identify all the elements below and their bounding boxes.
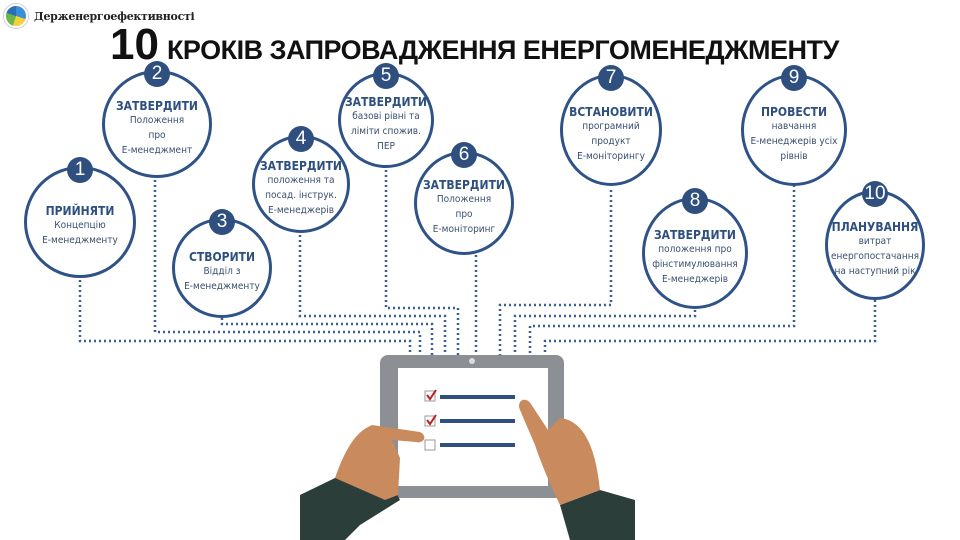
title-text: КРОКІВ ЗАПРОВАДЖЕННЯ ЕНЕРГОМЕНЕДЖМЕНТУ bbox=[166, 35, 839, 65]
connector-3 bbox=[220, 318, 434, 356]
step-verb: ПЛАНУВАННЯ bbox=[831, 219, 919, 234]
step-verb: ЗАТВЕРДИТИ bbox=[423, 177, 505, 192]
step-verb: ЗАТВЕРДИТИ bbox=[345, 94, 427, 109]
step-description: Відділ з Е-менеджменту bbox=[184, 266, 260, 292]
step-verb: ВСТАНОВИТИ bbox=[569, 104, 653, 119]
connector-7 bbox=[498, 190, 613, 356]
step-verb: ЗАТВЕРДИТИ bbox=[116, 98, 198, 113]
step-verb: СТВОРИТИ bbox=[188, 250, 256, 264]
connector-8 bbox=[513, 310, 697, 356]
checklist bbox=[424, 389, 515, 451]
step-number-badge: 10 bbox=[862, 181, 888, 207]
step-number-badge: 8 bbox=[682, 188, 708, 214]
step-number-badge: 3 bbox=[209, 209, 235, 235]
connector-4 bbox=[298, 235, 447, 356]
step-description: програмний продукт Е-моніторингу bbox=[577, 120, 645, 162]
check-icon bbox=[426, 414, 437, 426]
logo-icon bbox=[4, 4, 28, 28]
right-hand bbox=[519, 399, 635, 540]
step-number-badge: 9 bbox=[781, 65, 807, 91]
step-number-badge: 1 bbox=[67, 157, 93, 183]
step-verb: ПРИЙНЯТИ bbox=[45, 204, 115, 218]
page-title: 10 КРОКІВ ЗАПРОВАДЖЕННЯ ЕНЕРГОМЕНЕДЖМЕНТ… bbox=[110, 20, 839, 70]
connector-2 bbox=[153, 180, 422, 356]
step-number-badge: 7 bbox=[598, 65, 624, 91]
step-number-badge: 6 bbox=[451, 142, 477, 168]
step-description: базові рівні та ліміти спожив. ПЕР bbox=[351, 110, 421, 152]
connector-9 bbox=[528, 185, 796, 356]
connector-10 bbox=[543, 300, 877, 356]
step-description: положення про фінстимулювання Е-менеджер… bbox=[652, 243, 738, 285]
check-icon bbox=[426, 389, 437, 401]
connector-1 bbox=[78, 280, 412, 356]
tablet-screen bbox=[398, 368, 548, 486]
step-description: положення та посад. інструк. Е-менеджері… bbox=[265, 174, 337, 216]
step-verb: ЗАТВЕРДИТИ bbox=[654, 227, 736, 242]
step-verb: ПРОВЕСТИ bbox=[760, 104, 828, 119]
logo-name: Держенергоефективності bbox=[34, 9, 195, 23]
title-number: 10 bbox=[110, 20, 159, 69]
step-description: Концепцію Е-менеджменту bbox=[42, 220, 118, 246]
left-hand bbox=[300, 425, 425, 540]
step-verb: ЗАТВЕРДИТИ bbox=[260, 158, 342, 173]
step-description: Положення про Е-менеджмент bbox=[121, 114, 193, 156]
logo: Держенергоефективності bbox=[4, 4, 195, 28]
step-number-badge: 2 bbox=[144, 61, 170, 87]
step-number-badge: 5 bbox=[373, 63, 399, 89]
step-description: витрат енергопостачання на наступний рік bbox=[831, 235, 919, 277]
step-description: навчання Е-менеджерів усіх рівнів bbox=[750, 120, 838, 162]
tablet-camera bbox=[469, 358, 475, 364]
step-number-badge: 4 bbox=[288, 126, 314, 152]
step-description: Положення про Е-моніторинг bbox=[432, 193, 496, 235]
